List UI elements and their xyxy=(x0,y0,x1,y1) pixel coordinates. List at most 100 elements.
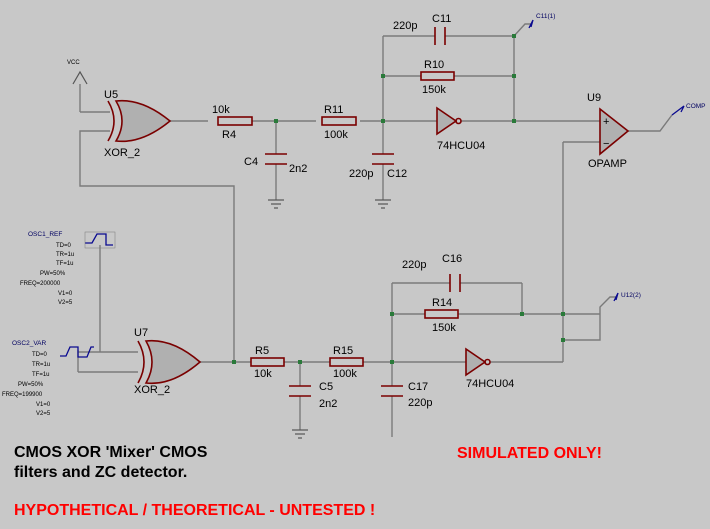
title-line-2: filters and ZC detector. xyxy=(14,464,187,481)
osc2-param: TR=1u xyxy=(32,362,50,368)
comp-output-flag: COMP xyxy=(671,103,706,116)
u5-label: U5 xyxy=(104,89,118,101)
c4-value: 2n2 xyxy=(289,163,307,175)
opamp-u9: + − U9 OPAMP xyxy=(587,92,630,170)
title-line-1: CMOS XOR 'Mixer' CMOS xyxy=(14,444,208,461)
r14-label: R14 xyxy=(432,297,452,309)
xor-gate-u7: U7 XOR_2 xyxy=(134,327,202,396)
osc1-param: V1=0 xyxy=(58,291,73,297)
junction-dot xyxy=(298,360,302,364)
u9-type-label: OPAMP xyxy=(588,158,627,170)
c12-label: C12 xyxy=(387,168,407,180)
capacitor-c16: 220p C16 xyxy=(402,253,462,292)
resistor-r5: R5 10k xyxy=(250,345,285,380)
r10-value: 150k xyxy=(422,84,446,96)
capacitor-c17: C17 220p xyxy=(381,381,432,409)
r4-value: 10k xyxy=(212,104,230,116)
capacitor-c11: 220p C11 xyxy=(393,13,451,45)
osc2-param: V1=0 xyxy=(36,402,51,408)
capacitor-c12: 220p C12 xyxy=(349,153,407,180)
r5-value: 10k xyxy=(254,368,272,380)
osc2-param: PW=50% xyxy=(18,382,44,388)
junction-dot xyxy=(381,119,385,123)
c11-value: 220p xyxy=(393,20,417,32)
inverter-bottom-type: 74HCU04 xyxy=(466,378,514,390)
probe-c11: C11(1) xyxy=(528,13,555,29)
r4-label: R4 xyxy=(222,129,236,141)
junction-dot xyxy=(381,74,385,78)
probe-u12: U12(2) xyxy=(613,292,641,302)
osc2-param: V2=5 xyxy=(36,411,51,417)
junction-dot xyxy=(512,74,516,78)
junction-dot xyxy=(512,119,516,123)
osc1-param: TD=0 xyxy=(56,243,72,249)
junction-dot xyxy=(390,312,394,316)
simulated-only-note: SIMULATED ONLY! xyxy=(457,445,602,462)
osc1-param: TF=1u xyxy=(56,261,74,267)
ground-symbols xyxy=(268,199,391,439)
r10-label: R10 xyxy=(424,59,444,71)
osc1-param: PW=50% xyxy=(40,271,66,277)
c16-value: 220p xyxy=(402,259,426,271)
opamp-plus-sign: + xyxy=(603,116,609,128)
capacitor-c5: C5 2n2 xyxy=(289,381,337,410)
u9-label: U9 xyxy=(587,92,601,104)
probe-u12-label: U12(2) xyxy=(621,292,641,299)
inverter-top-type: 74HCU04 xyxy=(437,140,485,152)
c12-value: 220p xyxy=(349,168,373,180)
junctions xyxy=(232,34,565,364)
c17-label: C17 xyxy=(408,381,428,393)
c4-label: C4 xyxy=(244,156,258,168)
osc2-param: TF=1u xyxy=(32,372,50,378)
notes: CMOS XOR 'Mixer' CMOS filters and ZC det… xyxy=(14,444,602,519)
inverter-bottom: 74HCU04 xyxy=(465,347,514,390)
source-osc2: OSC2_VAR TD=0 TR=1u TF=1u PW=50% FREQ=19… xyxy=(2,340,94,417)
vcc-symbol: VCC xyxy=(67,60,88,85)
osc1-param: TR=1u xyxy=(56,252,74,258)
junction-dot xyxy=(520,312,524,316)
opamp-minus-sign: − xyxy=(603,138,609,150)
c17-value: 220p xyxy=(408,397,432,409)
c16-label: C16 xyxy=(442,253,462,265)
resistor-r11: R11 100k xyxy=(321,104,357,141)
inverter-top: 74HCU04 xyxy=(436,106,485,152)
junction-dot xyxy=(512,34,516,38)
junction-dot xyxy=(274,119,278,123)
osc2-param: FREQ=199900 xyxy=(2,392,43,398)
r15-label: R15 xyxy=(333,345,353,357)
u7-label: U7 xyxy=(134,327,148,339)
osc2-name: OSC2_VAR xyxy=(12,340,47,347)
probe-c11-label: C11(1) xyxy=(536,13,555,20)
untested-warning: HYPOTHETICAL / THEORETICAL - UNTESTED ! xyxy=(14,502,375,519)
source-osc1: OSC1_REF TD=0 TR=1u TF=1u PW=50% FREQ=20… xyxy=(20,231,116,306)
comp-output-label: COMP xyxy=(686,103,706,110)
output-wires xyxy=(628,114,673,132)
osc1-param: FREQ=200000 xyxy=(20,281,61,287)
c5-label: C5 xyxy=(319,381,333,393)
r11-value: 100k xyxy=(324,129,348,141)
c5-value: 2n2 xyxy=(319,398,337,410)
osc1-name: OSC1_REF xyxy=(28,231,62,238)
osc2-param: TD=0 xyxy=(32,352,48,358)
c11-label: C11 xyxy=(432,13,451,25)
resistor-r4: 10k R4 xyxy=(212,104,253,141)
r15-value: 100k xyxy=(333,368,357,380)
osc1-param: V2=5 xyxy=(58,300,73,306)
resistor-r15: R15 100k xyxy=(329,345,364,380)
r14-value: 150k xyxy=(432,322,456,334)
u7-type-label: XOR_2 xyxy=(134,384,170,396)
junction-dot xyxy=(561,312,565,316)
top-channel-wires xyxy=(79,23,600,362)
vcc-label: VCC xyxy=(67,60,80,66)
u5-type-label: XOR_2 xyxy=(104,147,140,159)
junction-dot xyxy=(390,360,394,364)
resistor-r14: R14 150k xyxy=(424,297,459,334)
xor-gate-u5: U5 XOR_2 xyxy=(104,89,172,159)
capacitor-c4: C4 2n2 xyxy=(244,153,307,175)
junction-dot xyxy=(561,338,565,342)
bottom-channel-wires xyxy=(77,141,616,437)
resistor-r10: R10 150k xyxy=(420,59,455,96)
r11-label: R11 xyxy=(324,104,343,116)
r5-label: R5 xyxy=(255,345,269,357)
